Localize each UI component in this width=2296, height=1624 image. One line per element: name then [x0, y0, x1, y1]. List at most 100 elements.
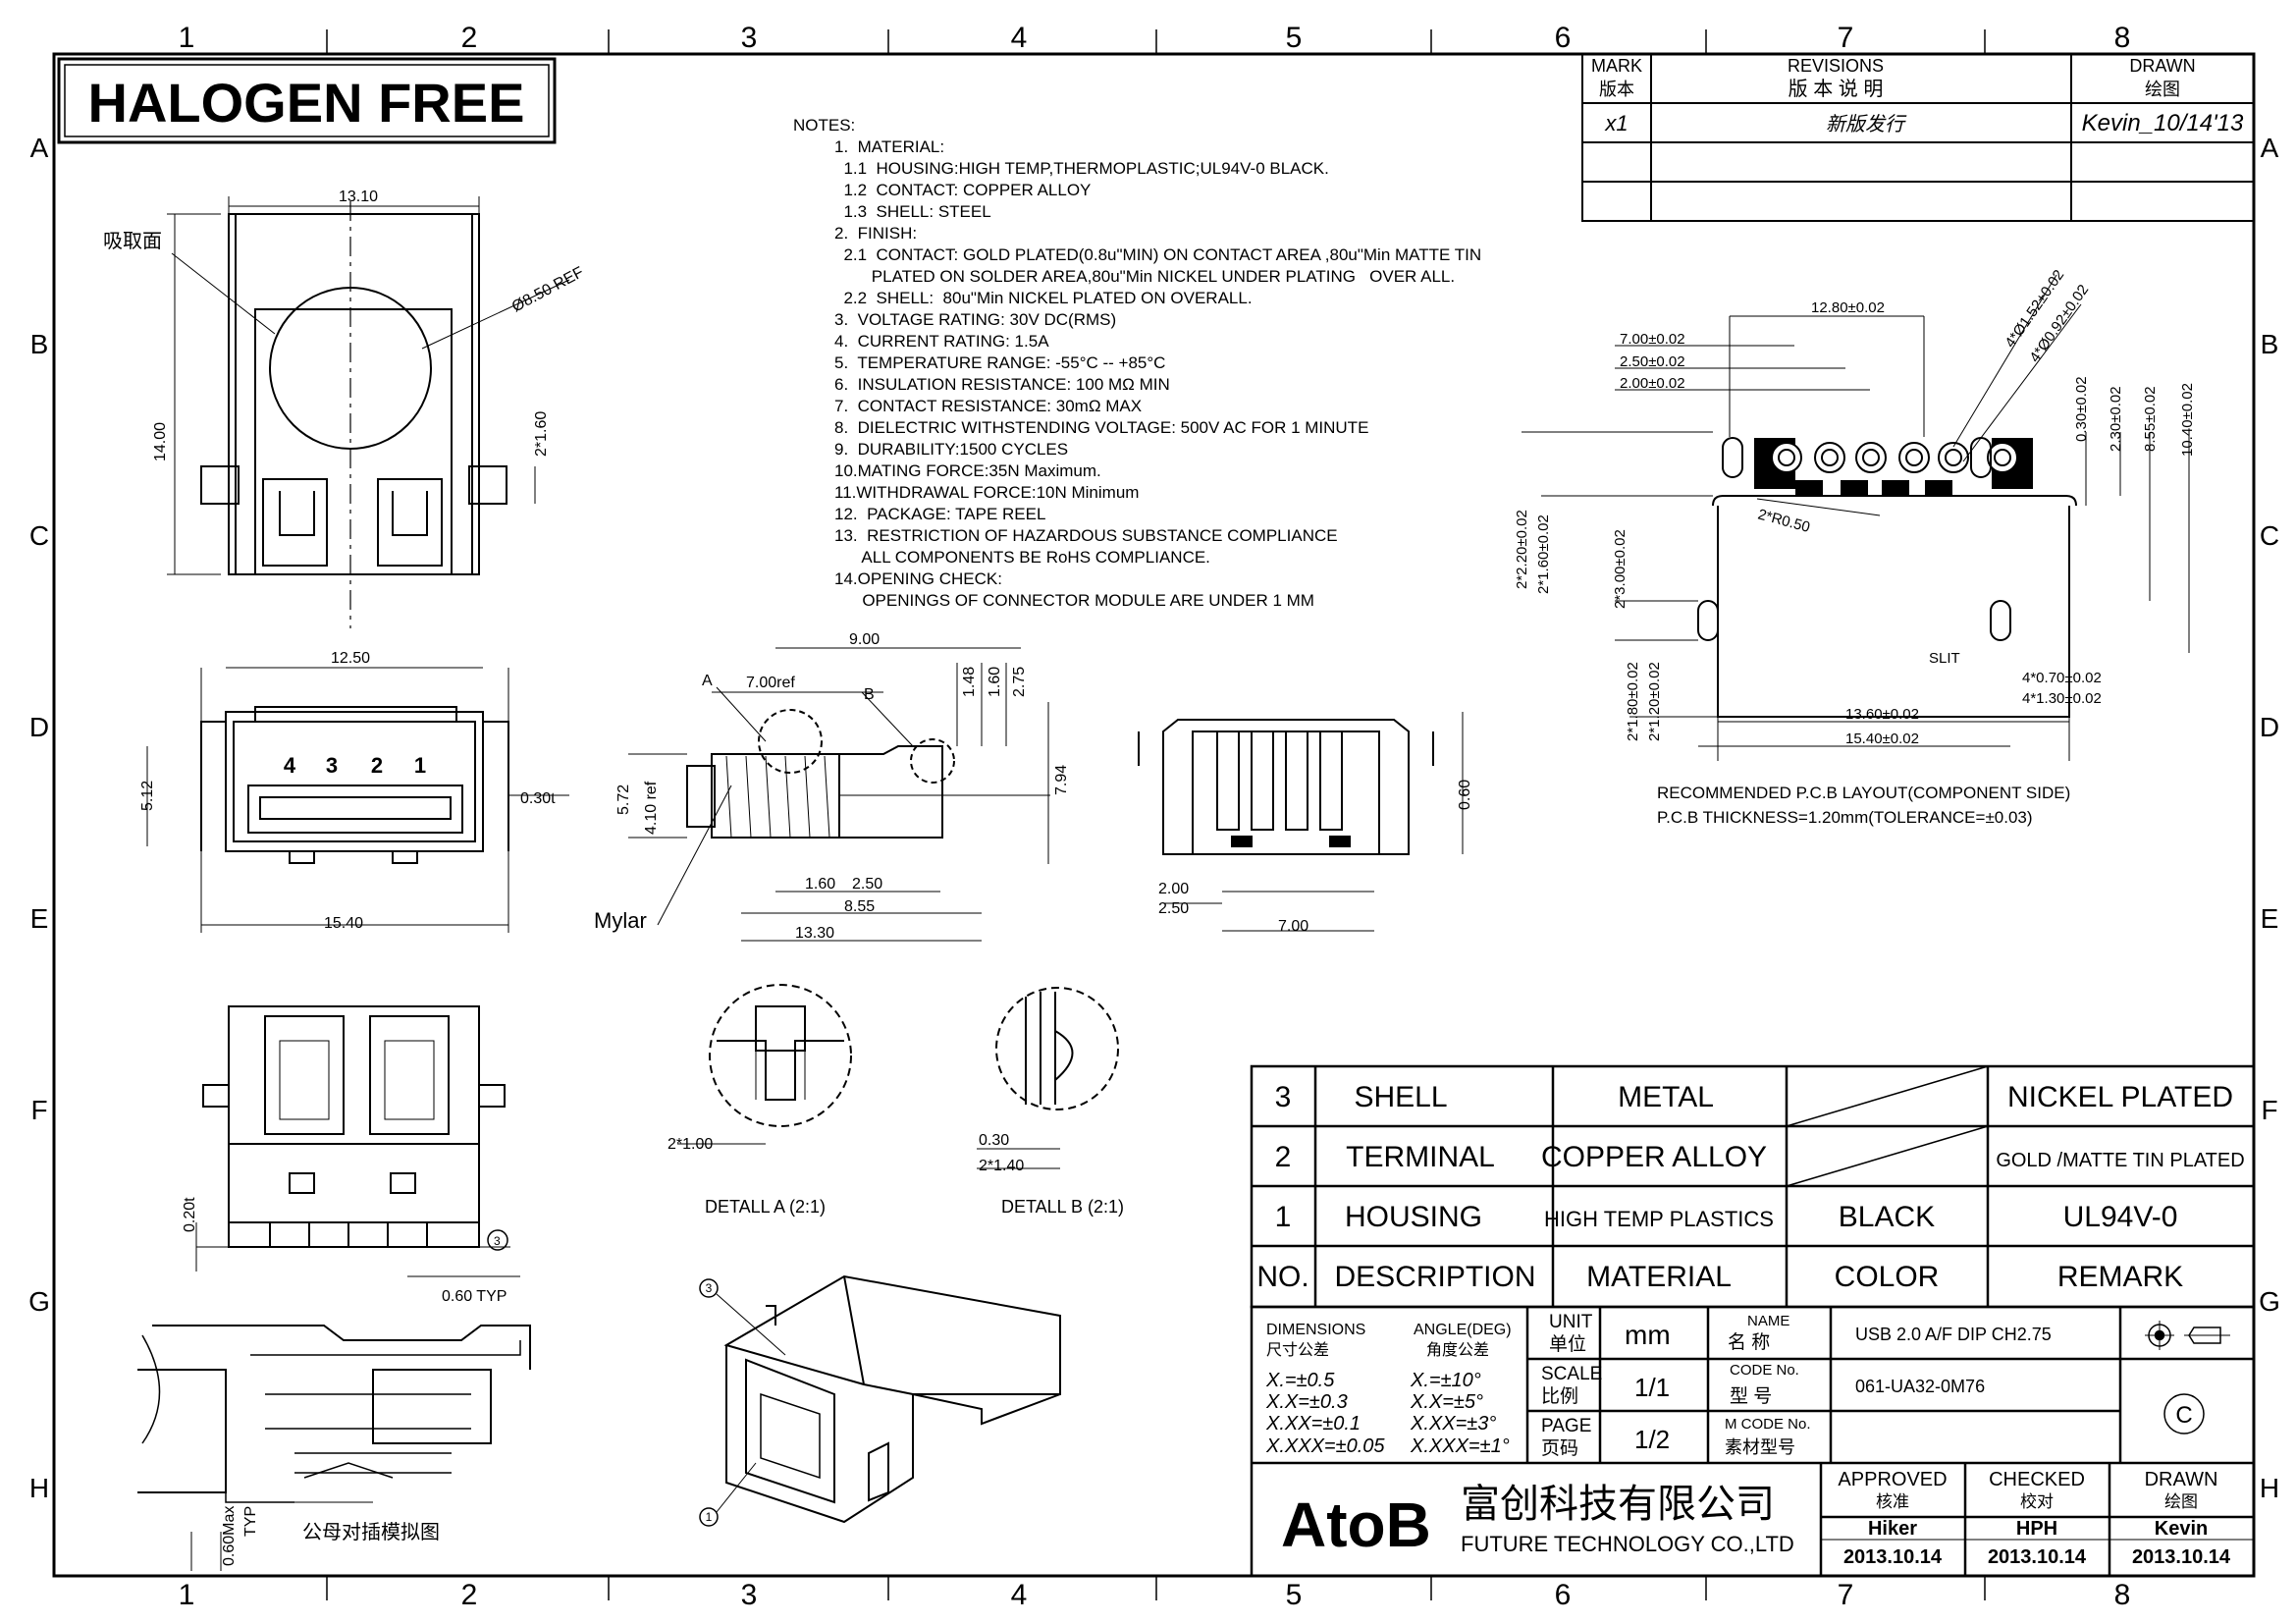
pcb-dim-7-00: 7.00±0.02 — [1620, 331, 1685, 348]
title-block — [1250, 1305, 2256, 1578]
grid-col-6: 6 — [1555, 22, 1572, 54]
grid-row-B: B — [30, 329, 49, 359]
pcb-dim-2-30: 2.30±0.02 — [2108, 386, 2124, 452]
front-view-bottom: 15.40 — [324, 915, 363, 932]
end-dim-2-00: 2.00 — [1158, 881, 1189, 897]
note-line: 1.1 HOUSING:HIGH TEMP,THERMOPLASTIC;UL94… — [834, 159, 1329, 178]
tb-scale-val: 1/1 — [1634, 1373, 1670, 1402]
grid-row-D: D — [29, 712, 49, 742]
grid-row-G: G — [28, 1286, 50, 1317]
bom-header-color: COLOR — [1835, 1261, 1940, 1293]
detail-b — [977, 987, 1119, 1169]
tb-drawn-name: Kevin — [2155, 1518, 2208, 1540]
front-view-top: 12.50 — [331, 650, 370, 667]
pcb-dim-0-70: 4*0.70±0.02 — [2022, 670, 2102, 686]
notes-block: NOTES: 1. MATERIAL: 1.1 HOUSING:HIGH TEM… — [793, 116, 1481, 610]
bom-row-3-no: 3 — [1275, 1081, 1292, 1113]
grid-row-labels-right: A B C D E F G H — [2259, 133, 2280, 1503]
tb-unit: UNIT — [1549, 1312, 1593, 1332]
halogen-free-badge: HALOGEN FREE — [88, 72, 525, 134]
grid-col-1-bottom: 1 — [179, 1579, 195, 1611]
revisions-table — [1581, 53, 2255, 222]
tb-code: CODE No. — [1730, 1362, 1799, 1379]
bom-row-2-no: 2 — [1275, 1141, 1292, 1173]
grid-row-H-right: H — [2260, 1473, 2279, 1503]
tb-checked-date: 2013.10.14 — [1988, 1546, 2087, 1568]
rev-row-desc: 新版发行 — [1826, 114, 1907, 135]
tb-name-val: USB 2.0 A/F DIP CH2.75 — [1855, 1325, 2052, 1344]
tb-drawn-cn: 绘图 — [2164, 1492, 2198, 1511]
bom-row-1-material: HIGH TEMP PLASTICS — [1544, 1207, 1774, 1231]
pcb-layout — [1522, 274, 2190, 761]
side-dim-7-94: 7.94 — [1053, 765, 1070, 795]
side-dim-2-50: 2.50 — [852, 876, 882, 893]
top-view-label: 吸取面 — [103, 231, 162, 252]
note-line: 2.2 SHELL: 80u"Min NICKEL PLATED ON OVER… — [834, 289, 1253, 307]
grid-col-1: 1 — [179, 22, 195, 54]
section-caption: 公母对插模拟图 — [302, 1521, 440, 1543]
tb-tol-lin-3: X.XXX=±0.05 — [1265, 1435, 1385, 1457]
bom-header-remark: REMARK — [2057, 1261, 2183, 1293]
note-line: 9. DURABILITY:1500 CYCLES — [834, 440, 1068, 459]
note-line: 6. INSULATION RESISTANCE: 100 MΩ MIN — [834, 375, 1170, 394]
grid-row-F: F — [30, 1095, 47, 1125]
side-dim-1-48: 1.48 — [961, 667, 978, 697]
tb-drawn: DRAWN — [2145, 1469, 2218, 1490]
top-view-circle: Ø8.50 REF — [509, 264, 587, 316]
pcb-dim-1-80: 2*1.80±0.02 — [1625, 662, 1641, 741]
note-line: 1.3 SHELL: STEEL — [834, 202, 991, 221]
note-line: OPENINGS OF CONNECTOR MODULE ARE UNDER 1… — [834, 591, 1314, 610]
bom-row-3-remark: NICKEL PLATED — [2007, 1081, 2233, 1113]
iso-callout-3: 3 — [706, 1281, 713, 1295]
note-line: 1.2 CONTACT: COPPER ALLOY — [834, 181, 1091, 199]
note-line: 13. RESTRICTION OF HAZARDOUS SUBSTANCE C… — [834, 526, 1338, 545]
pcb-dim-1-20: 2*1.20±0.02 — [1646, 662, 1663, 741]
rev-drawn-header-cn: 绘图 — [2145, 80, 2180, 99]
grid-row-G-right: G — [2259, 1286, 2280, 1317]
grid-row-D-right: D — [2260, 712, 2279, 742]
pcb-dim-1-60: 2*1.60±0.02 — [1535, 514, 1552, 594]
tb-drawn-date: 2013.10.14 — [2132, 1546, 2231, 1568]
pcb-dim-0-30: 0.30±0.02 — [2073, 376, 2090, 442]
pcb-dim-2-00: 2.00±0.02 — [1620, 375, 1685, 392]
tb-page-cn: 页码 — [1541, 1438, 1578, 1459]
bom-header-desc: DESCRIPTION — [1334, 1261, 1535, 1293]
note-line: 10.MATING FORCE:35N Maximum. — [834, 461, 1101, 480]
front-view-height: 5.12 — [139, 781, 156, 811]
bom-row-2-material: COPPER ALLOY — [1541, 1141, 1767, 1173]
tb-code-cn: 型 号 — [1730, 1385, 1772, 1407]
isometric-view — [699, 1274, 1061, 1527]
side-label-mylar: Mylar — [594, 908, 647, 933]
tb-angle-cn: 角度公差 — [1426, 1341, 1489, 1359]
note-line: 8. DIELECTRIC WITHSTENDING VOLTAGE: 500V… — [834, 418, 1368, 437]
note-line: 7. CONTACT RESISTANCE: 30mΩ MAX — [834, 397, 1142, 415]
tb-unit-cn: 单位 — [1549, 1333, 1586, 1355]
detail-a-dim: 2*1.00 — [667, 1136, 713, 1153]
end-dim-2-50: 2.50 — [1158, 900, 1189, 917]
detail-b-dim-2-1-40: 2*1.40 — [979, 1158, 1024, 1174]
pcb-dim-12-80: 12.80±0.02 — [1811, 299, 1885, 316]
tb-code-val: 061-UA32-0M76 — [1855, 1377, 1985, 1396]
pcb-dim-3-00: 2*3.00±0.02 — [1612, 529, 1629, 609]
tb-tol-lin-1: X.X=±0.3 — [1265, 1391, 1348, 1413]
tb-unit-val: mm — [1625, 1320, 1671, 1350]
grid-row-C: C — [29, 520, 49, 551]
side-dim-8-55: 8.55 — [844, 898, 875, 915]
note-line: 11.WITHDRAWAL FORCE:10N Minimum — [834, 483, 1139, 502]
tb-approved-name: Hiker — [1868, 1518, 1917, 1540]
note-line: 12. PACKAGE: TAPE REEL — [834, 505, 1045, 523]
tb-approved-cn: 核准 — [1876, 1492, 1909, 1511]
company-name-cn: 富创科技有限公司 — [1461, 1483, 1775, 1526]
bottom-callout-3: 3 — [494, 1234, 501, 1248]
side-label-b: B — [864, 686, 875, 703]
tb-tol-ang-0: X.=±10° — [1410, 1370, 1481, 1391]
tb-angle: ANGLE(DEG) — [1414, 1322, 1512, 1338]
side-view — [628, 647, 1050, 942]
side-dim-13-30: 13.30 — [795, 925, 834, 942]
pcb-dim-2-20: 2*2.20±0.02 — [1514, 510, 1530, 589]
tb-scale-cn: 比例 — [1541, 1385, 1578, 1407]
mating-section — [137, 1325, 531, 1571]
tb-dimensions-cn: 尺寸公差 — [1266, 1341, 1329, 1359]
side-dim-5-72: 5.72 — [615, 785, 632, 815]
